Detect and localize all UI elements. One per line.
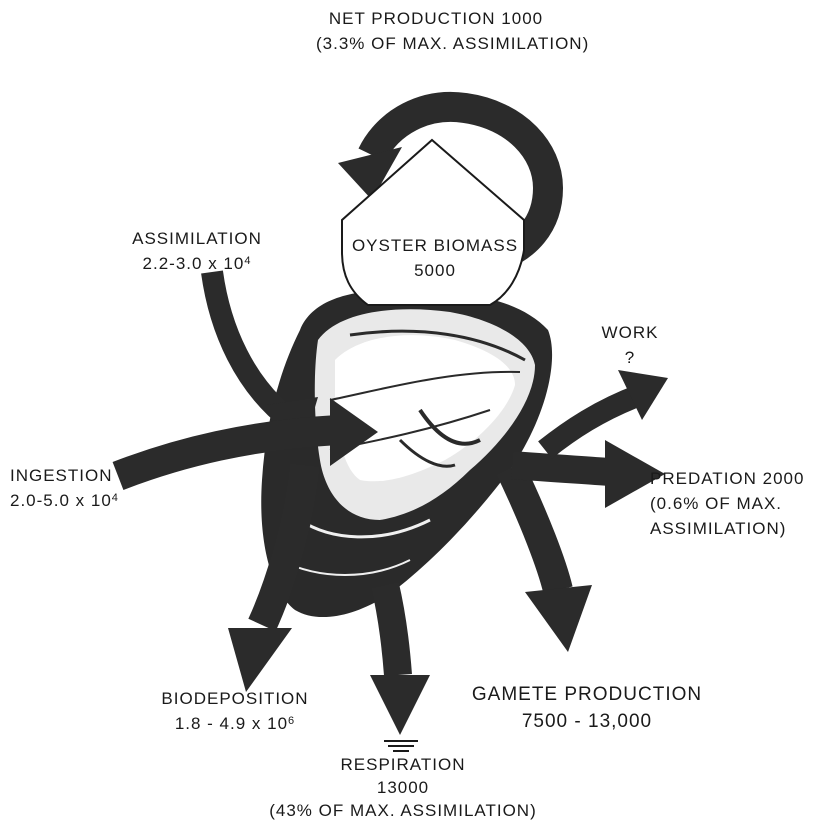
gamete-production-title: GAMETE PRODUCTION: [452, 681, 722, 708]
net-production-note: (3.3% OF MAX. ASSIMILATION): [316, 31, 556, 56]
respiration-value: 13000: [268, 776, 538, 799]
predation-note-line2: ASSIMILATION): [650, 516, 825, 541]
work-arrow: [545, 370, 668, 450]
ingestion-title: INGESTION: [10, 463, 140, 488]
work-label: WORK ?: [590, 320, 670, 370]
ingestion-label: INGESTION 2.0-5.0 x 104: [10, 463, 140, 513]
respiration-label: RESPIRATION 13000 (43% OF MAX. ASSIMILAT…: [268, 753, 538, 822]
net-production-title: NET PRODUCTION 1000: [316, 6, 556, 31]
predation-title: PREDATION 2000: [650, 466, 825, 491]
predation-label: PREDATION 2000 (0.6% OF MAX. ASSIMILATIO…: [650, 466, 825, 541]
assimilation-value: 2.2-3.0 x 104: [112, 251, 282, 276]
oyster-shell-illustration: [261, 290, 552, 617]
work-title: WORK: [590, 320, 670, 345]
gamete-production-arrow: [510, 468, 592, 652]
biodeposition-title: BIODEPOSITION: [140, 686, 330, 711]
assimilation-title: ASSIMILATION: [112, 226, 282, 251]
biodeposition-value: 1.8 - 4.9 x 106: [140, 711, 330, 736]
work-value: ?: [590, 345, 670, 370]
predation-note-line1: (0.6% OF MAX.: [650, 491, 825, 516]
biomass-value: 5000: [335, 258, 535, 283]
respiration-arrow: [370, 585, 430, 735]
heat-sink-ground-icon: [384, 741, 418, 751]
gamete-production-value: 7500 - 13,000: [452, 708, 722, 735]
biodeposition-label: BIODEPOSITION 1.8 - 4.9 x 106: [140, 686, 330, 736]
assimilation-label: ASSIMILATION 2.2-3.0 x 104: [112, 226, 282, 276]
ingestion-value: 2.0-5.0 x 104: [10, 488, 140, 513]
respiration-title: RESPIRATION: [268, 753, 538, 776]
gamete-production-label: GAMETE PRODUCTION 7500 - 13,000: [452, 681, 722, 735]
respiration-note: (43% OF MAX. ASSIMILATION): [268, 799, 538, 822]
net-production-label: NET PRODUCTION 1000 (3.3% OF MAX. ASSIMI…: [316, 6, 556, 56]
biomass-title: OYSTER BIOMASS: [335, 233, 535, 258]
biomass-label: OYSTER BIOMASS 5000: [335, 233, 535, 283]
